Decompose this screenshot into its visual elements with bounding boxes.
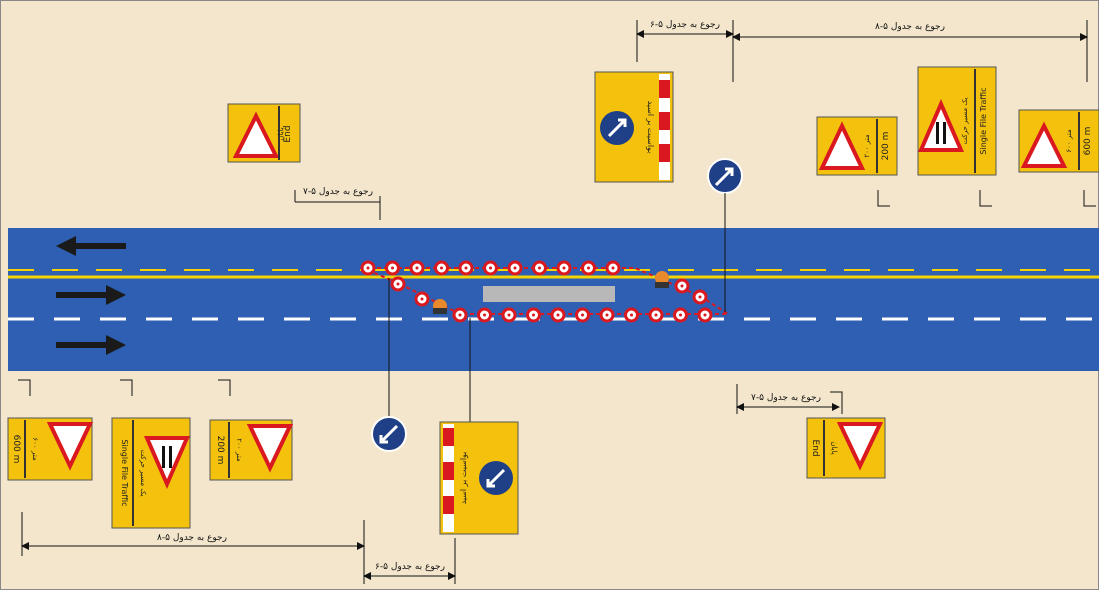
- svg-text:۲۰۰ متر: ۲۰۰ متر: [235, 438, 243, 461]
- traffic-cone-center: [611, 266, 615, 270]
- traffic-cone-center: [703, 313, 707, 317]
- pass-right-sign: بواسیت بر اسید: [439, 318, 519, 535]
- traffic-direction-arrow-icon: [56, 236, 126, 256]
- traffic-cone-center: [581, 313, 584, 317]
- svg-text:رجوع به جدول ۵-۸: رجوع به جدول ۵-۸: [875, 22, 945, 32]
- traffic-cone-center: [415, 266, 419, 270]
- dimension-table-5-8-top: رجوع به جدول ۵-۸: [732, 20, 1088, 82]
- dimension-table-5-7-bottom: رجوع به جدول ۵-۷: [736, 384, 843, 414]
- traffic-cone-center: [391, 266, 394, 270]
- svg-text:End: End: [810, 439, 820, 456]
- traffic-cone-center: [654, 313, 658, 317]
- traffic-cone-center: [532, 313, 535, 317]
- keep-right-round-sign: [371, 278, 407, 452]
- svg-text:۶۰۰ متر: ۶۰۰ متر: [1065, 129, 1073, 152]
- distance-600m-sign: 600 m ۶۰۰ متر: [1018, 109, 1099, 173]
- svg-text:Single File Traffic: Single File Traffic: [979, 87, 988, 154]
- end-sign: End پایان: [227, 103, 301, 163]
- distance-600m-sign: 600 m ۶۰۰ متر: [7, 417, 94, 481]
- men-at-work-icon: [232, 111, 280, 158]
- svg-text:بواسیت بر اسید: بواسیت بر اسید: [459, 452, 468, 505]
- traffic-direction-arrow-icon: [56, 335, 126, 355]
- svg-text:رجوع به جدول ۵-۶: رجوع به جدول ۵-۶: [650, 20, 720, 30]
- traffic-cone-center: [483, 313, 486, 317]
- traffic-cone-center: [562, 266, 566, 270]
- svg-text:۲۰۰ متر: ۲۰۰ متر: [863, 134, 871, 157]
- flagger-person-icon: [433, 299, 447, 314]
- single-file-traffic-sign: Single File Traffic یک مسیر حرکت: [111, 417, 191, 529]
- traffic-cone-center: [440, 266, 443, 270]
- traffic-cone-center: [605, 313, 609, 317]
- svg-text:600 m: 600 m: [1083, 127, 1093, 156]
- end-sign: End پایان: [806, 417, 886, 479]
- traffic-cone-center: [538, 266, 541, 270]
- cone-group: [360, 260, 713, 323]
- svg-text:رجوع به جدول ۵-۷: رجوع به جدول ۵-۷: [751, 393, 821, 403]
- svg-text:پایان: پایان: [277, 127, 285, 140]
- men-at-work-icon: [46, 422, 94, 471]
- svg-text:یک مسیر حرکت: یک مسیر حرکت: [139, 449, 147, 496]
- traffic-cone-center: [630, 313, 633, 317]
- traffic-direction-arrow-icon: [56, 285, 126, 305]
- keep-right-round-sign: [707, 158, 743, 312]
- single-file-traffic-sign: Single File Traffic یک مسیر حرکت: [917, 66, 997, 176]
- traffic-cone-center: [458, 313, 462, 317]
- dimension-table-5-6-bottom: رجوع به جدول ۵-۶: [363, 538, 456, 584]
- pass-right-sign: بواسیت بر اسید: [594, 71, 674, 183]
- distance-200m-sign: 200 m ۲۰۰ متر: [209, 419, 294, 481]
- svg-text:بواسیت بر اسید: بواسیت بر اسید: [646, 101, 655, 154]
- flagger-person-icon: [655, 271, 669, 288]
- svg-text:رجوع به جدول ۵-۸: رجوع به جدول ۵-۸: [157, 533, 227, 543]
- men-at-work-icon: [818, 121, 866, 170]
- svg-text:رجوع به جدول ۵-۶: رجوع به جدول ۵-۶: [375, 562, 445, 572]
- work-area: [483, 286, 615, 302]
- road-narrows-icon: [143, 436, 191, 490]
- svg-text:200 m: 200 m: [881, 132, 891, 161]
- svg-text:یک مسیر حرکت: یک مسیر حرکت: [961, 97, 969, 144]
- traffic-cone-center: [464, 266, 468, 270]
- traffic-cone-center: [513, 266, 517, 270]
- traffic-cone-center: [556, 313, 560, 317]
- svg-text:200 m: 200 m: [215, 436, 225, 465]
- traffic-cone-center: [680, 284, 684, 288]
- dimension-table-5-6-top: رجوع به جدول ۵-۶: [636, 20, 734, 82]
- traffic-cone-center: [679, 313, 682, 317]
- traffic-cone-center: [366, 266, 370, 270]
- svg-text:۶۰۰ متر: ۶۰۰ متر: [31, 437, 39, 460]
- distance-200m-sign: 200 m ۲۰۰ متر: [816, 116, 898, 176]
- traffic-cone-center: [396, 282, 400, 286]
- dimension-table-5-7-top: رجوع به جدول ۵-۷: [294, 187, 381, 220]
- traffic-cone-center: [420, 297, 424, 301]
- svg-text:End: End: [283, 125, 293, 142]
- traffic-cone-center: [489, 266, 492, 270]
- men-at-work-icon: [1020, 121, 1068, 168]
- road-narrows-icon: [917, 98, 965, 152]
- men-at-work-icon: [246, 424, 294, 473]
- svg-text:600 m: 600 m: [11, 435, 21, 464]
- svg-text:Single File Traffic: Single File Traffic: [120, 439, 129, 506]
- svg-text:رجوع به جدول ۵-۷: رجوع به جدول ۵-۷: [303, 187, 373, 197]
- traffic-cone-center: [507, 313, 511, 317]
- traffic-cone-center: [698, 295, 702, 299]
- men-at-work-icon: [836, 422, 884, 471]
- traffic-cone-center: [587, 266, 590, 270]
- svg-text:پایان: پایان: [830, 441, 838, 454]
